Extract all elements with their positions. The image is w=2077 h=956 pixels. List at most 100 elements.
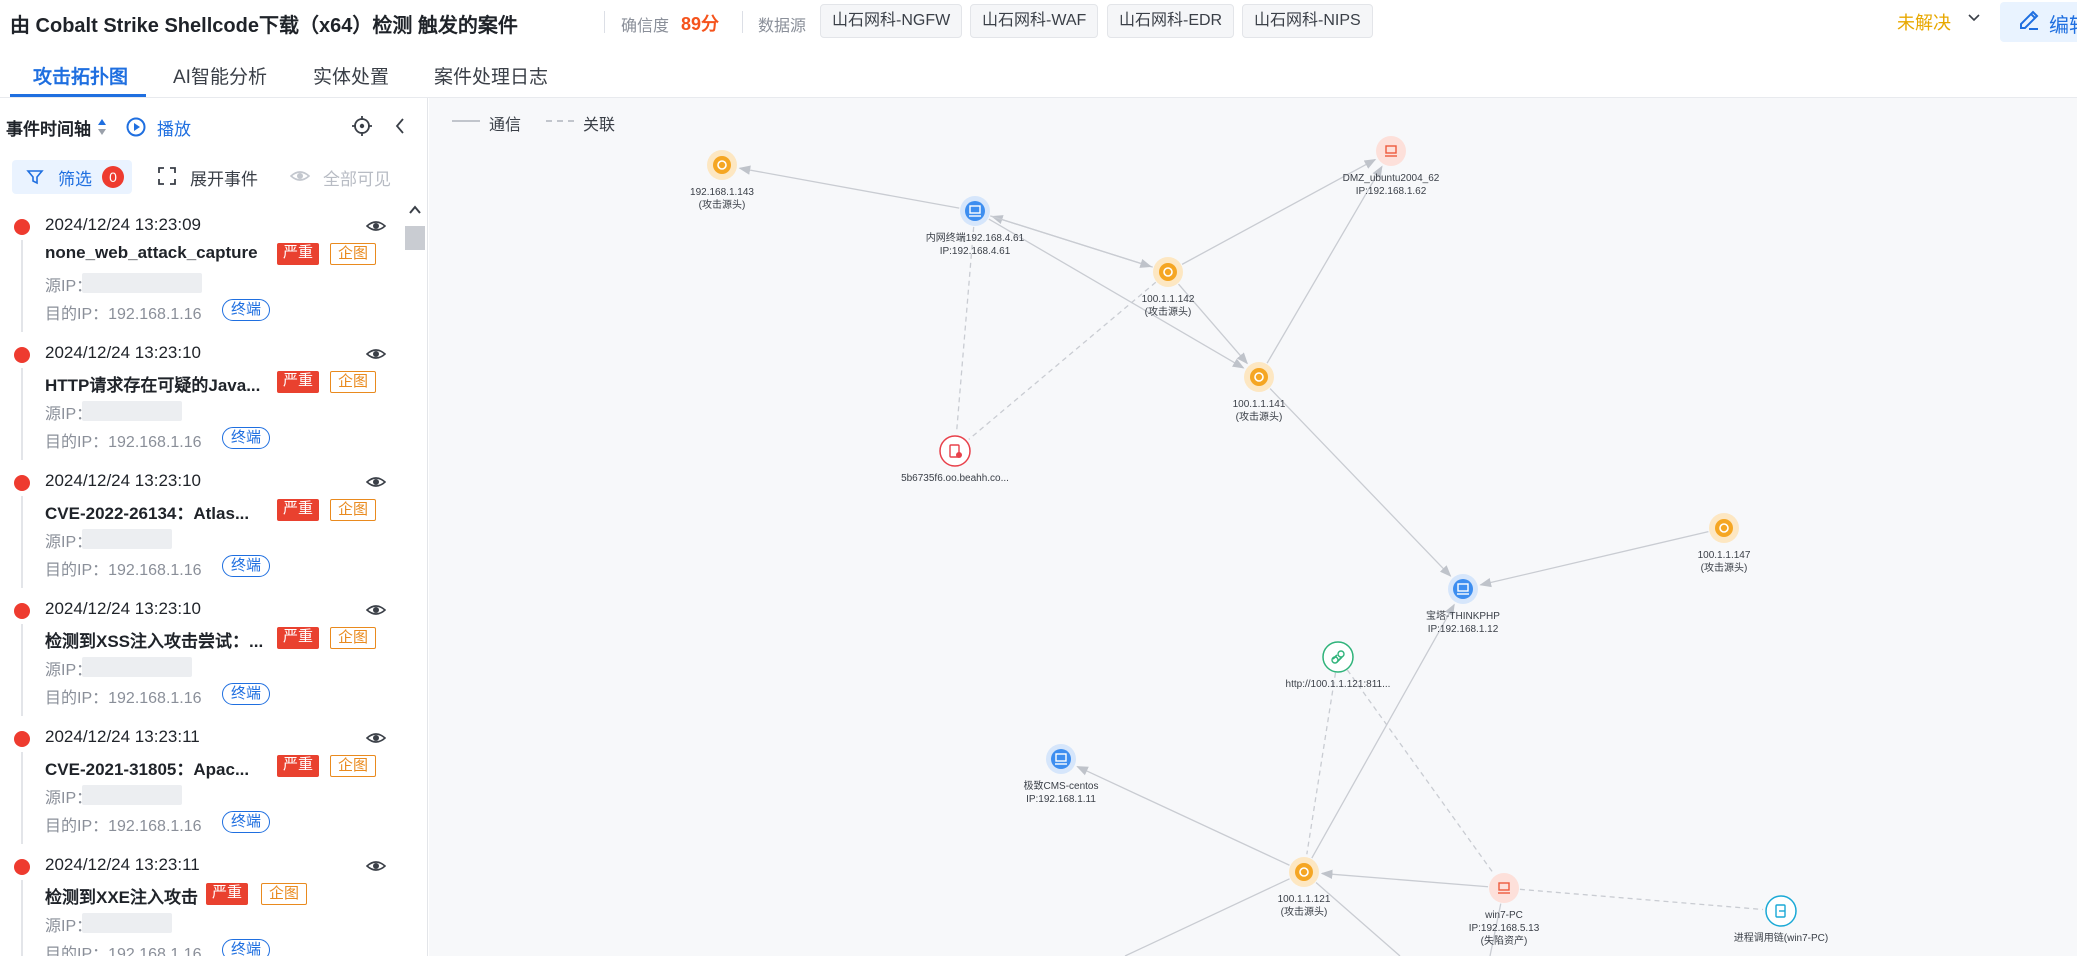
chevron-down-icon[interactable] xyxy=(1967,10,1981,24)
node-label: 192.168.1.143 xyxy=(690,187,754,198)
source-tag[interactable]: 山石网科-EDR xyxy=(1107,4,1235,38)
play-circle-icon[interactable] xyxy=(125,116,147,138)
source-tag[interactable]: 山石网科-NGFW xyxy=(820,4,963,38)
node-label: (失陷资产) xyxy=(1481,934,1528,947)
graph-node-url[interactable]: http://100.1.1.121:811... xyxy=(1286,641,1391,690)
event-name[interactable]: CVE-2022-26134：Atlas... xyxy=(45,504,250,523)
case-title: 由 Cobalt Strike Shellcode下载（x64）检测 触发的案件 xyxy=(10,15,518,37)
legend-assoc-label: 关联 xyxy=(583,117,616,134)
chevron-left-icon[interactable] xyxy=(392,115,408,137)
node-label: (攻击源头) xyxy=(1145,305,1192,318)
timeline-connector xyxy=(21,624,23,716)
sort-icon[interactable] xyxy=(96,116,108,138)
graph-node-domain[interactable]: 5b6735f6.oo.beahh.co... xyxy=(901,435,1009,484)
node-label: IP:192.168.1.62 xyxy=(1356,186,1427,197)
legend-dashed-line xyxy=(546,120,574,122)
graph-edge xyxy=(1266,165,1383,364)
asset-icon xyxy=(1498,882,1510,894)
graph-edge xyxy=(990,215,1152,268)
severity-tag: 严重 xyxy=(277,243,320,265)
scrollbar-thumb[interactable] xyxy=(405,226,425,250)
tab-attack-topology[interactable]: 攻击拓扑图 xyxy=(33,67,129,88)
node-label: IP:192.168.1.12 xyxy=(1428,624,1499,635)
active-tab-indicator xyxy=(10,94,146,97)
graph-edge xyxy=(1177,283,1248,365)
event-name[interactable]: 检测到XXE注入攻击 xyxy=(45,888,199,907)
edit-button[interactable] xyxy=(2000,2,2077,42)
severity-dot xyxy=(14,603,30,619)
graph-edge xyxy=(1306,672,1337,855)
show-all-button[interactable]: 全部可见 xyxy=(323,170,391,189)
node-label: 100.1.1.142 xyxy=(1142,294,1195,305)
timeline-title: 事件时间轴 xyxy=(6,120,91,139)
node-label: http://100.1.1.121:811... xyxy=(1286,679,1391,690)
confidence-label: 确信度 xyxy=(621,18,670,35)
eye-icon xyxy=(290,171,310,181)
event-name[interactable]: HTTP请求存在可疑的Java... xyxy=(45,376,261,395)
intent-tag: 企图 xyxy=(330,755,377,777)
legend-solid-line xyxy=(452,120,480,122)
graph-edge xyxy=(1181,159,1377,265)
eye-icon[interactable] xyxy=(366,217,386,235)
event-time: 2024/12/24 13:23:10 xyxy=(45,599,201,618)
url-icon xyxy=(1331,650,1345,664)
terminal-tag: 终端 xyxy=(222,427,271,449)
timeline-connector xyxy=(21,240,23,332)
eye-icon[interactable] xyxy=(366,345,386,363)
expand-events-button[interactable]: 展开事件 xyxy=(190,170,258,189)
graph-node-attacker[interactable]: 192.168.1.143(攻击源头) xyxy=(690,150,754,211)
timeline-connector xyxy=(21,752,23,844)
scroll-up-arrow[interactable] xyxy=(405,201,425,219)
eye-icon[interactable] xyxy=(366,857,386,875)
tabs-divider xyxy=(0,97,2077,98)
timeline-connector xyxy=(21,368,23,460)
crosshair-icon[interactable] xyxy=(351,115,373,137)
attacker-icon xyxy=(1250,368,1268,386)
eye-icon[interactable] xyxy=(366,473,386,491)
node-label: 100.1.1.141 xyxy=(1233,399,1286,410)
eye-icon[interactable] xyxy=(366,601,386,619)
graph-node-attacker[interactable]: 100.1.1.147(攻击源头) xyxy=(1698,513,1751,574)
node-label: (攻击源头) xyxy=(699,198,746,211)
severity-tag: 严重 xyxy=(277,755,320,777)
source-tag[interactable]: 山石网科-WAF xyxy=(970,4,1099,38)
play-button[interactable]: 播放 xyxy=(157,120,191,139)
tab-entity-disposal[interactable]: 实体处置 xyxy=(313,67,390,88)
event-time: 2024/12/24 13:23:10 xyxy=(45,471,201,490)
node-label: IP:192.168.1.11 xyxy=(1026,794,1096,805)
graph-node-attacker[interactable]: 100.1.1.121(攻击源头) xyxy=(1278,857,1331,918)
event-name[interactable]: CVE-2021-31805：Apac... xyxy=(45,760,250,779)
graph-edge xyxy=(955,226,975,434)
source-tag[interactable]: 山石网科-NIPS xyxy=(1242,4,1373,38)
tab-ai-analysis[interactable]: AI智能分析 xyxy=(173,67,267,88)
eye-icon[interactable] xyxy=(366,729,386,747)
source-ip-label: 源IP： xyxy=(45,406,93,423)
graph-edge xyxy=(1320,869,1489,888)
tab-case-log[interactable]: 案件处理日志 xyxy=(434,67,549,88)
redacted-ip xyxy=(82,529,172,549)
node-label: 进程调用链(win7-PC) xyxy=(1734,931,1828,944)
graph-node-process[interactable]: 进程调用链(win7-PC) xyxy=(1734,895,1828,944)
event-name[interactable]: 检测到XSS注入攻击尝试：... xyxy=(45,632,264,651)
status-dropdown[interactable]: 未解决 xyxy=(1897,13,1951,33)
topology-canvas[interactable] xyxy=(429,98,2077,956)
expand-icon[interactable] xyxy=(157,166,177,186)
asset-icon xyxy=(1385,145,1397,157)
node-label: 极致CMS-centos xyxy=(1023,779,1098,792)
event-name[interactable]: none_web_attack_capture xyxy=(45,243,258,262)
graph-node-attacker[interactable]: 100.1.1.141(攻击源头) xyxy=(1233,362,1286,423)
graph-edge xyxy=(1489,903,1502,956)
graph-node-attacker[interactable]: 100.1.1.142(攻击源头) xyxy=(1142,257,1195,318)
event-timeline-panel: 事件时间轴 播放 筛选 0 展开事件 全部可见 2024/12/24 13:23… xyxy=(0,98,428,956)
